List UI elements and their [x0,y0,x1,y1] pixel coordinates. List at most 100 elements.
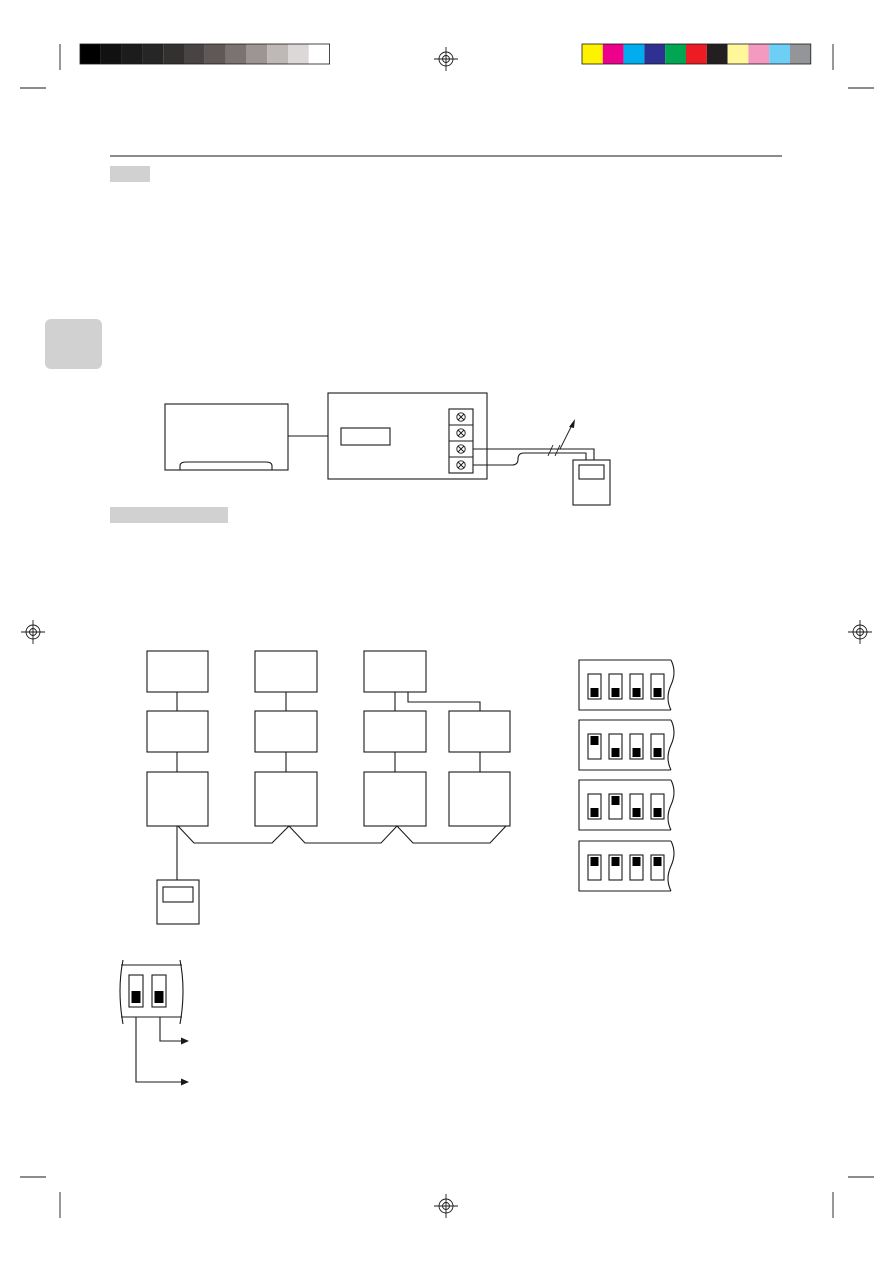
outdoor-unit-box [254,650,318,693]
break-line [667,779,675,831]
dip-switch-knob [611,857,620,866]
dip-switch-set [578,719,675,771]
remote-controller [572,459,611,506]
registration-mark-top [434,47,458,71]
remote-wire [473,452,587,466]
gray-swatch [142,44,164,64]
group-control-wire [177,825,507,844]
gray-swatch [308,44,330,64]
section-heading-bar-2 [110,507,228,523]
two-pin-switch-detail [119,959,189,1086]
pin-pointer-line [135,1017,182,1083]
gray-swatch [246,44,268,64]
dip-switch-knob [590,808,599,817]
gray-swatch [204,44,226,64]
break-line [667,659,675,711]
terminal-screw-icon [456,460,466,470]
dip-switch-knob [590,688,599,697]
terminal-screw-icon [456,428,466,438]
dip-switch-settings [578,659,675,892]
break-line [667,719,675,771]
control-board-box [146,771,209,827]
pin-pointer-arrow [181,1037,189,1045]
color-swatch [686,44,707,64]
outdoor-unit-box [146,650,209,693]
gray-swatch [80,44,101,64]
remote-wire [473,448,595,460]
wiring-diagram-2 [146,650,511,925]
gray-swatch [225,44,247,64]
wiring-diagram-1 [164,392,611,506]
color-swatch [582,44,603,64]
color-swatch [727,44,749,64]
dip-switch-knob [590,736,599,745]
indoor-unit-box [146,710,209,753]
gray-color-bar [79,43,331,65]
color-swatch [769,44,790,64]
color-swatch [706,44,728,64]
pcb-connector [340,427,391,446]
dip-switch-knob [154,991,164,1003]
color-swatch [748,44,770,64]
indoor-unit-box [164,403,289,471]
control-board-box [254,771,318,827]
dip-switch-knob [653,808,662,817]
dip-switch-knob [653,748,662,757]
dip-switch-knob [653,688,662,697]
dip-switch-knob [590,857,599,866]
remote-display [162,886,194,903]
wire-slash-mark [547,444,554,457]
terminal-screw-icon [456,444,466,454]
dip-switch-knob [632,857,641,866]
dip-switch-knob [131,991,141,1003]
terminal-screw-icon [456,412,466,422]
dip-switch-housing [578,719,671,771]
dip-switch-housing [578,840,671,892]
color-swatch [644,44,666,64]
dip-switch-knob [632,688,641,697]
dip-switch-knob [632,748,641,757]
dip-switch-housing [578,659,671,711]
callout-arrow-head [569,419,575,428]
gray-swatch [163,44,184,64]
print-crop-marks [20,44,874,1218]
dip-switch-knob [611,688,620,697]
side-tab [45,319,102,369]
dip-switch-knob [653,857,662,866]
registration-mark-right [848,620,872,644]
process-color-bar [581,43,812,65]
color-swatch [790,44,811,64]
break-line [667,840,675,892]
dip-switch-set [578,779,675,831]
gray-swatch [288,44,309,64]
outdoor-unit-box [363,650,427,693]
gray-swatch [100,44,122,64]
indoor-unit-box [363,710,427,753]
control-board-box [363,771,427,827]
registration-mark-left [21,620,45,644]
remote-display [578,464,605,480]
color-swatch [665,44,686,64]
indoor-unit-box [254,710,318,753]
link-wire [407,692,481,711]
pin-pointer-line [159,1017,182,1042]
control-board-box [448,771,511,827]
gray-swatch [121,44,143,64]
wire-slash-mark [554,444,561,457]
dip-switch-housing [578,779,671,831]
section-heading-bar-1 [110,166,150,182]
dip-switch-knob [611,748,620,757]
dip-switch-knob [632,808,641,817]
dip-switch-set [578,840,675,892]
indoor-unit-box [448,710,511,753]
pin-pointer-arrow [181,1078,189,1086]
color-swatch [623,44,645,64]
color-swatch [602,44,624,64]
gray-swatch [267,44,288,64]
air-outlet [179,461,273,470]
gray-swatch [184,44,205,64]
dip-switch-set [578,659,675,711]
dip-switch-knob [611,796,620,805]
remote-controller [156,879,200,925]
